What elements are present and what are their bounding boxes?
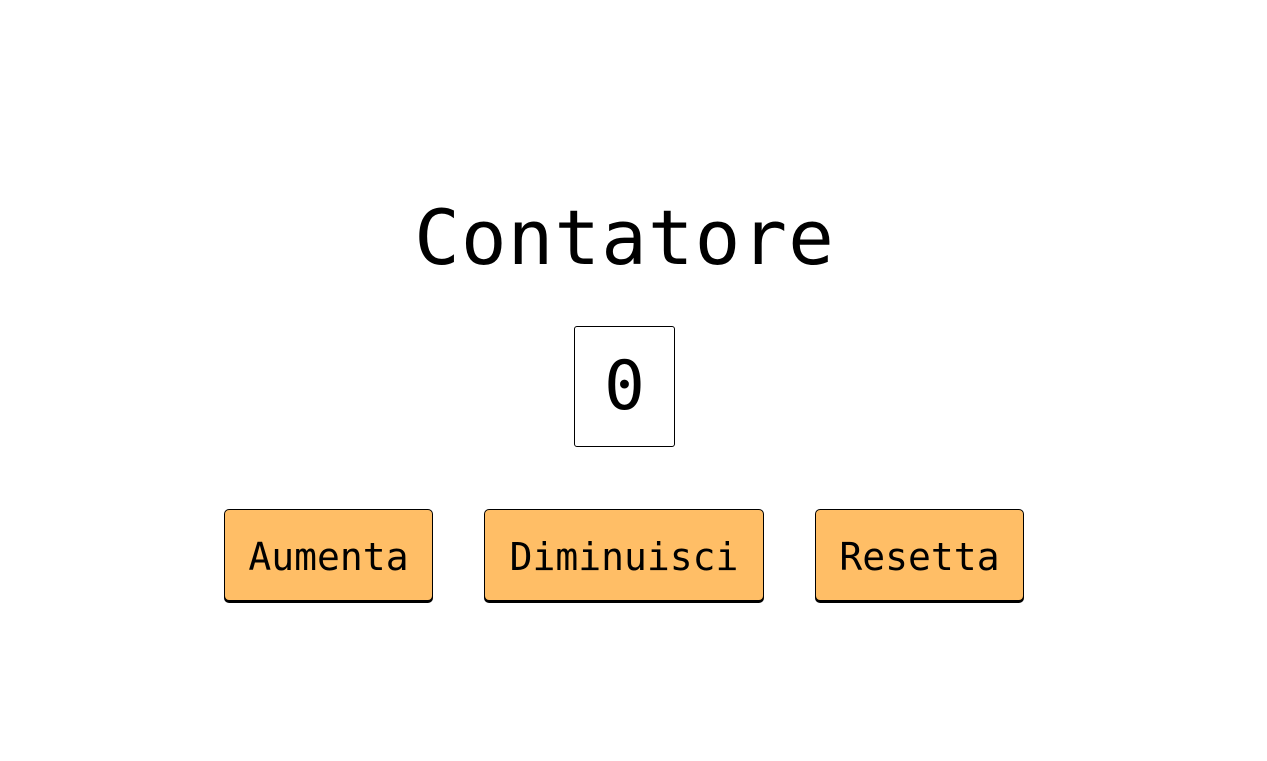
counter-value: 0 (604, 346, 645, 426)
increment-button[interactable]: Aumenta (224, 509, 433, 601)
reset-button[interactable]: Resetta (815, 509, 1024, 601)
decrement-button[interactable]: Diminuisci (484, 509, 764, 601)
counter-display: 0 (574, 326, 675, 447)
page-title: Contatore (414, 193, 835, 282)
